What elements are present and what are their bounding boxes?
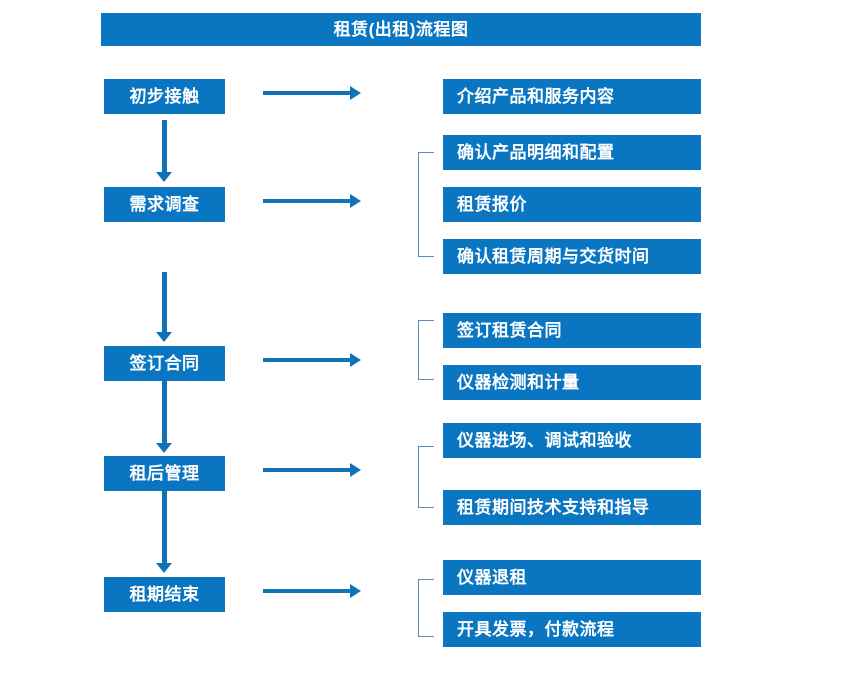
arrow-down-3 <box>156 381 172 453</box>
detail-box-2-2[interactable]: 租赁报价 <box>443 187 701 222</box>
arrow-down-1 <box>156 120 172 182</box>
detail-box-1-1[interactable]: 介绍产品和服务内容 <box>443 79 701 114</box>
page-title: 租赁(出租)流程图 <box>101 13 701 46</box>
stage-box-1[interactable]: 初步接触 <box>104 79 225 114</box>
bracket-3 <box>418 320 434 380</box>
arrow-right-4 <box>263 463 361 477</box>
detail-box-5-2[interactable]: 开具发票，付款流程 <box>443 612 701 647</box>
arrow-down-4 <box>156 491 172 573</box>
bracket-5 <box>418 579 434 637</box>
arrow-down-2 <box>156 272 172 342</box>
stage-box-5[interactable]: 租期结束 <box>104 577 225 612</box>
stage-box-4[interactable]: 租后管理 <box>104 456 225 491</box>
stage-box-2[interactable]: 需求调查 <box>104 187 225 222</box>
detail-box-5-1[interactable]: 仪器退租 <box>443 560 701 595</box>
arrow-right-3 <box>263 353 361 367</box>
detail-box-4-1[interactable]: 仪器进场、调试和验收 <box>443 423 701 458</box>
bracket-4 <box>418 446 434 508</box>
detail-box-2-3[interactable]: 确认租赁周期与交货时间 <box>443 239 701 274</box>
stage-box-3[interactable]: 签订合同 <box>104 346 225 381</box>
detail-box-3-1[interactable]: 签订租赁合同 <box>443 313 701 348</box>
detail-box-4-2[interactable]: 租赁期间技术支持和指导 <box>443 490 701 525</box>
arrow-right-5 <box>263 584 361 598</box>
detail-box-3-2[interactable]: 仪器检测和计量 <box>443 365 701 400</box>
detail-box-2-1[interactable]: 确认产品明细和配置 <box>443 135 701 170</box>
arrow-right-1 <box>263 86 361 100</box>
arrow-right-2 <box>263 194 361 208</box>
bracket-2 <box>418 152 434 257</box>
